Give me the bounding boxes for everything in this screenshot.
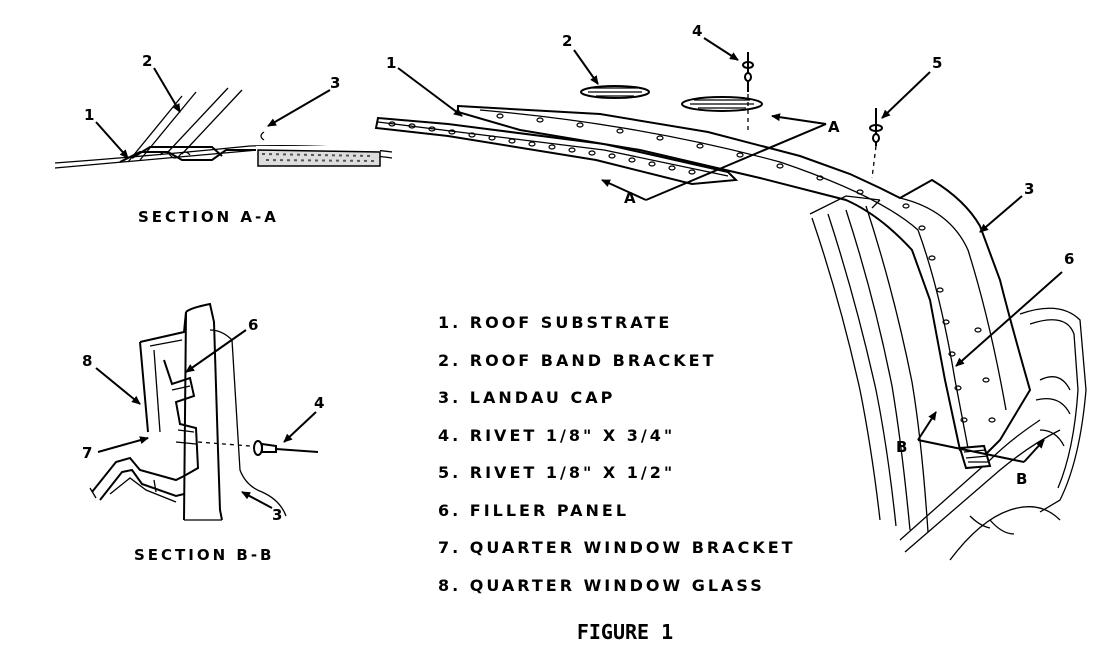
aa-callout-2: 2 <box>142 52 152 70</box>
main-callout-2: 2 <box>562 32 572 50</box>
figure-caption: FIGURE 1 <box>576 620 674 644</box>
body-pillar <box>809 195 1087 561</box>
landau-cap-padding <box>257 149 381 167</box>
main-callout-3: 3 <box>1024 180 1034 198</box>
rivet-4 <box>742 52 754 132</box>
roof-substrate-part <box>374 116 739 186</box>
parts-legend: 1. ROOF SUBSTRATE 2. ROOF BAND BRACKET 3… <box>438 312 796 612</box>
section-bb-drawing <box>89 302 287 521</box>
legend-item-quarter-window-bracket: 7. QUARTER WINDOW BRACKET <box>438 538 796 557</box>
legend-item-landau-cap: 3. LANDAU CAP <box>438 388 616 407</box>
section-marker-a-lower: A <box>624 189 636 207</box>
section-marker-b-right: B <box>1016 470 1027 488</box>
bb-callout-6: 6 <box>248 316 258 334</box>
section-marker-a-upper: A <box>828 118 840 136</box>
bb-callout-4: 4 <box>314 394 324 412</box>
section-marker-b-left: B <box>896 438 907 456</box>
legend-item-rivet-3-4: 4. RIVET 1/8" X 3/4" <box>438 425 676 445</box>
main-callout-6: 6 <box>1064 250 1074 268</box>
aa-callout-1: 1 <box>84 106 94 124</box>
aa-callout-3: 3 <box>330 74 340 92</box>
bb-callout-8: 8 <box>82 352 92 370</box>
legend-item-roof-substrate: 1. ROOF SUBSTRATE <box>438 313 673 332</box>
roof-band-bracket-part <box>580 85 763 112</box>
main-callout-1: 1 <box>386 54 396 72</box>
legend-item-filler-panel: 6. FILLER PANEL <box>438 500 630 520</box>
rivet-5 <box>869 108 883 179</box>
section-bb-title: SECTION B-B <box>134 546 275 564</box>
rivet-4-section-bb <box>197 440 319 456</box>
main-callout-4: 4 <box>692 22 702 40</box>
legend-item-roof-band-bracket: 2. ROOF BAND BRACKET <box>438 350 717 370</box>
filler-panel-part <box>958 444 992 470</box>
legend-item-rivet-1-2: 5. RIVET 1/8" X 1/2" <box>438 463 676 482</box>
main-callout-5: 5 <box>932 54 942 72</box>
bb-callout-7: 7 <box>82 444 92 462</box>
section-aa-drawing <box>54 87 393 169</box>
bb-callout-3: 3 <box>272 506 282 524</box>
section-aa-title: SECTION A-A <box>138 208 279 226</box>
legend-item-quarter-window-glass: 8. QUARTER WINDOW GLASS <box>438 575 765 595</box>
